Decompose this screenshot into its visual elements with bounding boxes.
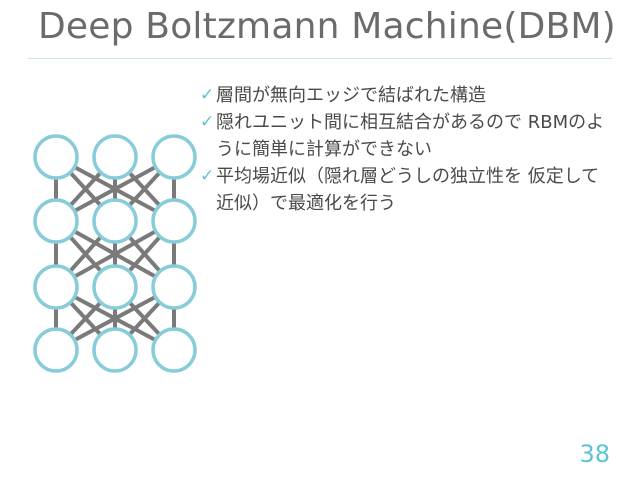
network-node xyxy=(33,327,79,373)
network-node xyxy=(92,264,138,310)
check-icon: ✓ xyxy=(200,85,215,105)
network-node xyxy=(151,198,197,244)
network-edges xyxy=(54,155,176,352)
network-node xyxy=(92,198,138,244)
bullet-text: 平均場近似（隠れ層どうしの独立性を 仮定して近似）で最適化を行う xyxy=(216,166,600,214)
page-number: 38 xyxy=(579,440,610,468)
network-node xyxy=(151,134,197,180)
network-node xyxy=(151,264,197,310)
network-node xyxy=(33,198,79,244)
slide-title: Deep Boltzmann Machine(DBM) xyxy=(38,6,616,47)
bullet-item: ✓ 隠れユニット間に相互結合があるので RBMのように簡単に計算ができない xyxy=(200,109,610,163)
network-node xyxy=(33,134,79,180)
bullet-item: ✓ 平均場近似（隠れ層どうしの独立性を 仮定して近似）で最適化を行う xyxy=(200,163,610,217)
title-underline xyxy=(28,58,612,59)
check-icon: ✓ xyxy=(200,112,215,132)
network-node xyxy=(151,327,197,373)
network-node xyxy=(92,327,138,373)
bullet-list: ✓ 層間が無向エッジで結ばれた構造 ✓ 隠れユニット間に相互結合があるので RB… xyxy=(200,82,610,217)
bullet-text: 隠れユニット間に相互結合があるので RBMのように簡単に計算ができない xyxy=(216,112,605,160)
check-icon: ✓ xyxy=(200,166,215,186)
bullet-item: ✓ 層間が無向エッジで結ばれた構造 xyxy=(200,82,610,109)
network-node xyxy=(33,264,79,310)
bullet-text: 層間が無向エッジで結ばれた構造 xyxy=(216,85,486,106)
network-node xyxy=(92,134,138,180)
network-nodes xyxy=(33,134,197,373)
